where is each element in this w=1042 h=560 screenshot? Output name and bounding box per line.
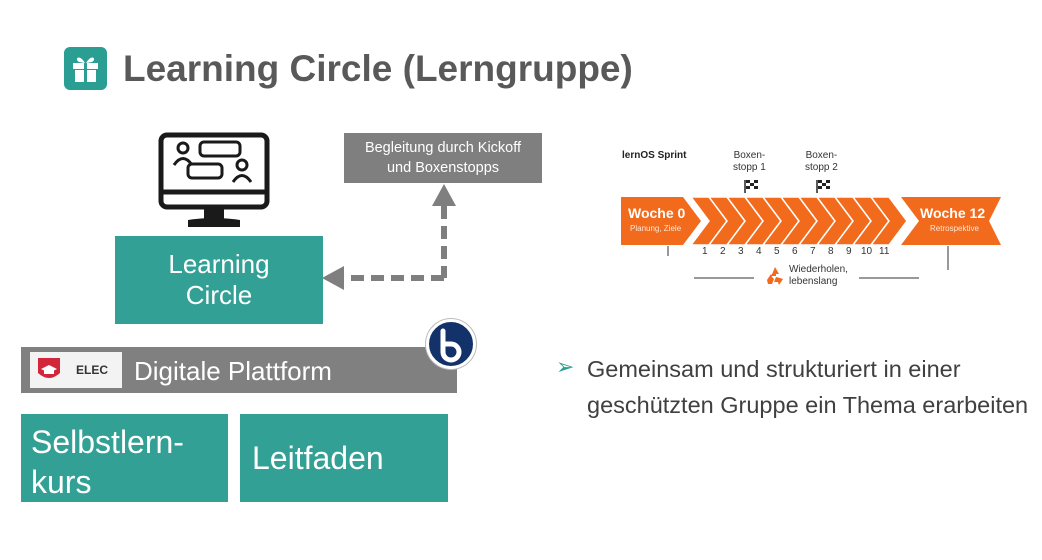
pitstop-1-line1: Boxen- (733, 150, 766, 161)
self-course-line1: Selbstlern- (31, 424, 184, 460)
repeat-line2: lebenslang (789, 276, 838, 287)
checkered-flag-icon (743, 178, 759, 199)
sprint-title: lernOS Sprint (622, 150, 687, 161)
gift-box-icon (64, 47, 107, 90)
pitstop-2-line2: stopp 2 (805, 162, 838, 173)
support-note-box: Begleitung durch Kickoff und Boxenstopps (344, 133, 542, 183)
pitstop-1-line2: stopp 1 (733, 162, 766, 173)
pitstop-2-label: Boxen- stopp 2 (805, 150, 838, 174)
recycle-icon (764, 265, 786, 292)
week-number: 8 (828, 246, 834, 257)
pitstop-2-line1: Boxen- (805, 150, 838, 161)
elec-logo: ELEC (30, 352, 122, 388)
self-course-line2: kurs (31, 464, 92, 500)
checkered-flag-icon (815, 178, 831, 199)
guide-label: Leitfaden (252, 439, 384, 476)
elec-logo-text: ELEC (76, 363, 109, 377)
page-title: Learning Circle (Lerngruppe) (123, 48, 633, 89)
sprint-band (621, 196, 1001, 250)
week-12-sub: Retrospektive (930, 224, 979, 233)
learning-circle-box: Learning Circle (115, 236, 323, 324)
repeat-line1: Wiederholen, (789, 264, 848, 275)
week-number: 4 (756, 246, 762, 257)
week-number: 2 (720, 246, 726, 257)
dashed-arrow (318, 180, 468, 297)
platform-label: Digitale Plattform (134, 356, 332, 386)
learning-circle-line2: Circle (185, 280, 253, 310)
week-number: 5 (774, 246, 780, 257)
pitstop-1-label: Boxen- stopp 1 (733, 150, 766, 174)
week-number: 10 (861, 246, 873, 257)
bullet-text: Gemeinsam und strukturiert in einer gesc… (587, 356, 1029, 418)
support-note-line2: und Boxenstopps (386, 160, 500, 176)
bigbluebutton-icon (426, 319, 476, 369)
week-12-label: Woche 12 (920, 205, 986, 221)
week-0-label: Woche 0 (628, 205, 686, 221)
week-number: 9 (846, 246, 852, 257)
support-note-line1: Begleitung durch Kickoff (364, 140, 522, 156)
self-learning-course-box: Selbstlern- kurs (21, 414, 228, 502)
learning-circle-line1: Learning (168, 249, 270, 279)
shield-icon (34, 355, 64, 390)
week-0-sub: Planung, Ziele (630, 224, 682, 233)
week-number: 7 (810, 246, 816, 257)
week-number: 6 (792, 246, 798, 257)
week-number: 11 (879, 246, 890, 257)
repeat-lines (664, 244, 954, 289)
week-number: 3 (738, 246, 744, 257)
week-number: 1 (702, 246, 708, 257)
guide-box: Leitfaden (240, 414, 448, 502)
repeat-label: Wiederholen, lebenslang (789, 264, 848, 288)
arrow-bullet-icon: ➢ (556, 354, 575, 379)
monitor-chat-icon (158, 132, 270, 237)
